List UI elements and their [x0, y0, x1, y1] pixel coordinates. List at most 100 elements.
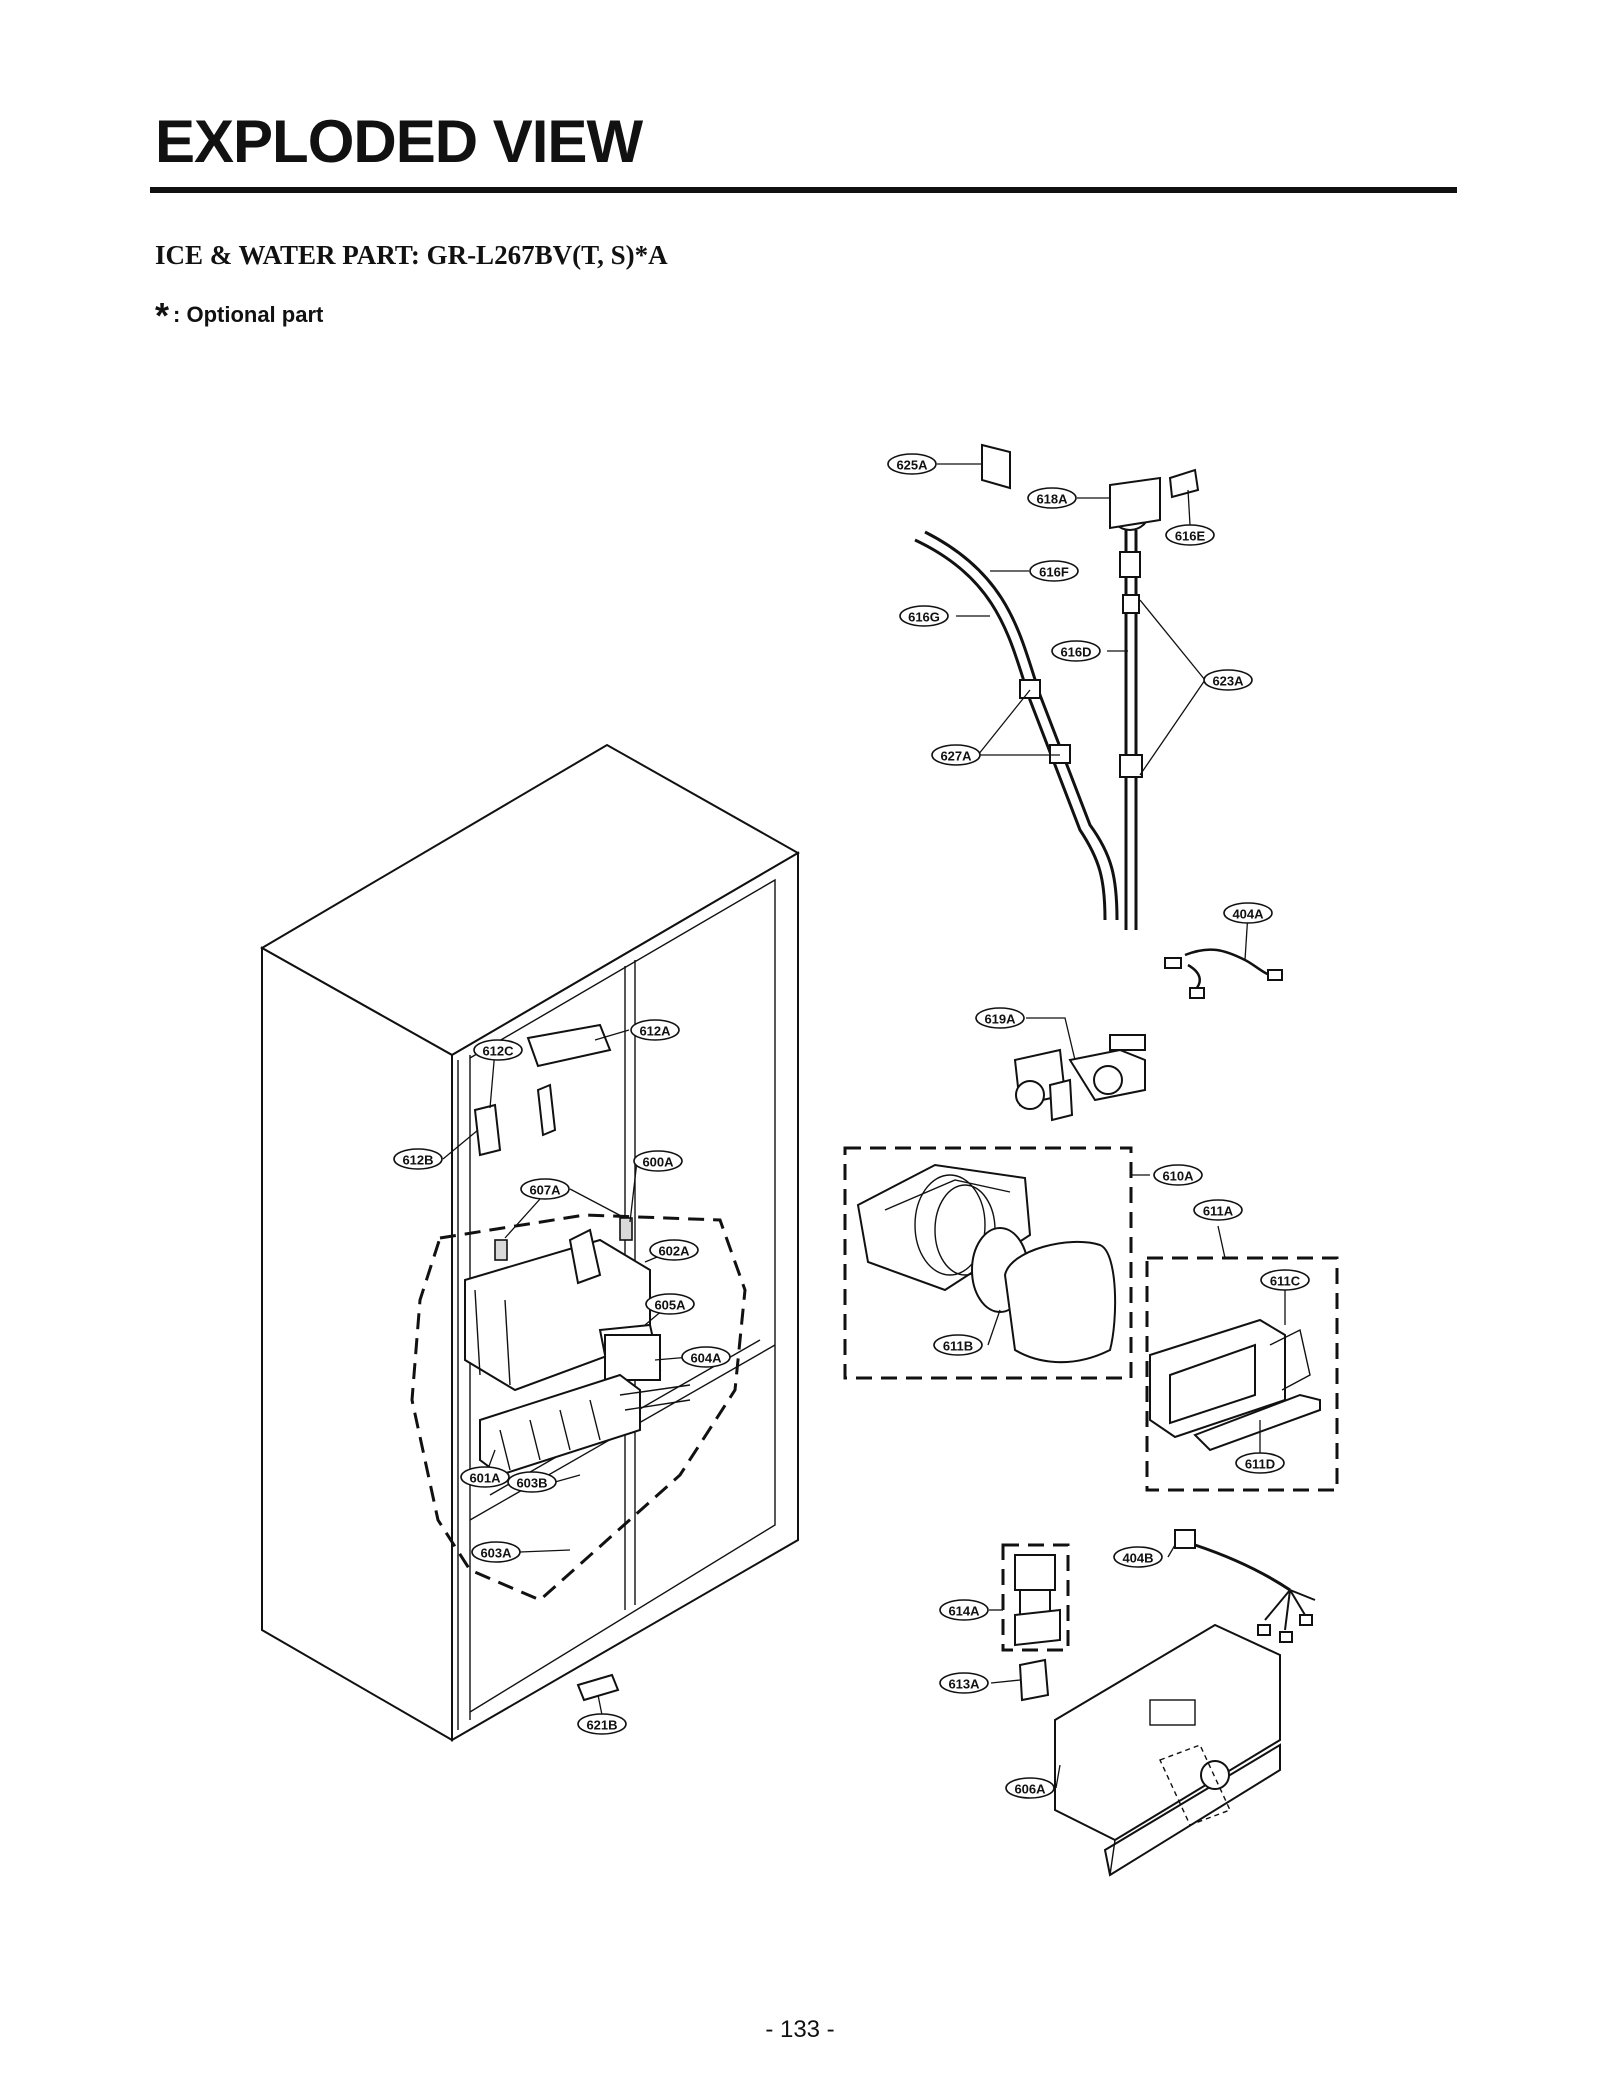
icemaker-assembly [464, 1217, 691, 1477]
callout-602a: 602A [649, 1239, 699, 1261]
icemaker-optional-boundary [410, 1213, 747, 1602]
callout-text: 604A [690, 1351, 722, 1366]
callout-oval [473, 1039, 523, 1061]
callout-619a: 619A [975, 1007, 1025, 1029]
callout-text: 603A [480, 1546, 512, 1561]
callout-text: 616G [908, 610, 940, 625]
callout-text: 611D [1245, 1457, 1275, 1472]
callout-618a: 618A [1027, 487, 1077, 509]
callout-text: 616D [1060, 645, 1091, 660]
callout-oval [1113, 1546, 1163, 1568]
callout-text: 600A [642, 1155, 674, 1170]
callout-610a: 610A [1153, 1164, 1203, 1186]
callout-oval [460, 1466, 510, 1488]
callout-oval [681, 1346, 731, 1368]
callout-oval [1005, 1777, 1055, 1799]
callout-oval [1153, 1164, 1203, 1186]
callout-oval [1051, 640, 1101, 662]
callout-oval [1193, 1199, 1243, 1221]
trim-box-611A [1145, 1256, 1339, 1492]
bracket-612 [473, 1023, 612, 1157]
callout-oval [1223, 902, 1273, 924]
callout-text: 618A [1036, 492, 1068, 507]
dispenser-cover-606A [1054, 1623, 1281, 1877]
callout-616f: 616F [1029, 560, 1079, 582]
callout-text: 627A [940, 749, 972, 764]
callout-603a: 603A [471, 1541, 521, 1563]
callout-611a: 611A [1193, 1199, 1243, 1221]
callout-text: 607A [529, 1183, 561, 1198]
callout-oval [633, 1150, 683, 1172]
callout-oval [1260, 1269, 1310, 1291]
callout-text: 612A [639, 1024, 671, 1039]
callout-oval [939, 1599, 989, 1621]
ice-bin-box-610A [843, 1146, 1133, 1380]
page-title: EXPLODED VIEW [155, 108, 643, 175]
callout-612a: 612A [630, 1019, 680, 1041]
callout-616g: 616G [899, 605, 949, 627]
callout-oval [887, 453, 937, 475]
callout-oval [630, 1019, 680, 1041]
callout-text: 602A [658, 1244, 690, 1259]
callout-text: 611A [1203, 1204, 1234, 1219]
callout-text: 616E [1175, 529, 1206, 544]
callout-text: 603B [516, 1476, 547, 1491]
callout-labels: 625A618A616E616F616G616D623A627A404A619A… [393, 453, 1310, 1799]
optional-mark: * [155, 295, 170, 336]
dispenser-trim-611C-611D [1149, 1318, 1321, 1452]
callout-625a: 625A [887, 453, 937, 475]
water-valve-619A [1013, 1034, 1146, 1122]
callout-text: 613A [948, 1677, 980, 1692]
callout-601a: 601A [460, 1466, 510, 1488]
optional-part-note: *: Optional part [155, 295, 323, 337]
callout-text: 614A [948, 1604, 980, 1619]
callout-404b: 404B [1113, 1546, 1163, 1568]
harness-404B [1174, 1529, 1316, 1643]
callout-612b: 612B [393, 1148, 443, 1170]
callout-607a: 607A [520, 1178, 570, 1200]
callout-oval [393, 1148, 443, 1170]
refrigerator-cabinet [259, 743, 801, 1742]
callout-605a: 605A [645, 1293, 695, 1315]
callout-oval [975, 1007, 1025, 1029]
callout-text: 611C [1270, 1274, 1301, 1289]
callout-oval [471, 1541, 521, 1563]
callout-603b: 603B [507, 1471, 557, 1493]
callout-text: 611B [943, 1339, 973, 1354]
callout-oval [1235, 1452, 1285, 1474]
callout-text: 605A [654, 1298, 686, 1313]
callout-623a: 623A [1203, 669, 1253, 691]
water-tube-assembly [914, 443, 1200, 930]
callout-text: 619A [984, 1012, 1016, 1027]
callout-613a: 613A [939, 1672, 989, 1694]
callout-oval [577, 1713, 627, 1735]
callout-oval [1027, 487, 1077, 509]
callout-oval [507, 1471, 557, 1493]
callout-611d: 611D [1235, 1452, 1285, 1474]
callout-text: 404B [1122, 1551, 1153, 1566]
callout-text: 621B [586, 1718, 617, 1733]
callout-604a: 604A [681, 1346, 731, 1368]
callout-oval [899, 605, 949, 627]
callout-oval [1165, 524, 1215, 546]
callout-text: 601A [469, 1471, 501, 1486]
callout-614a: 614A [939, 1599, 989, 1621]
water-fitting-621B [576, 1673, 620, 1702]
callout-627a: 627A [931, 744, 981, 766]
solenoid-614A [1014, 1554, 1061, 1647]
callout-600a: 600A [633, 1150, 683, 1172]
callout-oval [645, 1293, 695, 1315]
callout-oval [649, 1239, 699, 1261]
callout-oval [939, 1672, 989, 1694]
solenoid-box-614A [1001, 1543, 1070, 1652]
section-subtitle: ICE & WATER PART: GR-L267BV(T, S)*A [155, 240, 668, 270]
optional-note-text: : Optional part [173, 302, 324, 327]
callout-oval [933, 1334, 983, 1356]
title-rule [150, 187, 1457, 193]
callout-text: 606A [1014, 1782, 1046, 1797]
callout-612c: 612C [473, 1039, 523, 1061]
callout-text: 625A [896, 458, 928, 473]
callout-text: 612B [402, 1153, 433, 1168]
callout-oval [1029, 560, 1079, 582]
